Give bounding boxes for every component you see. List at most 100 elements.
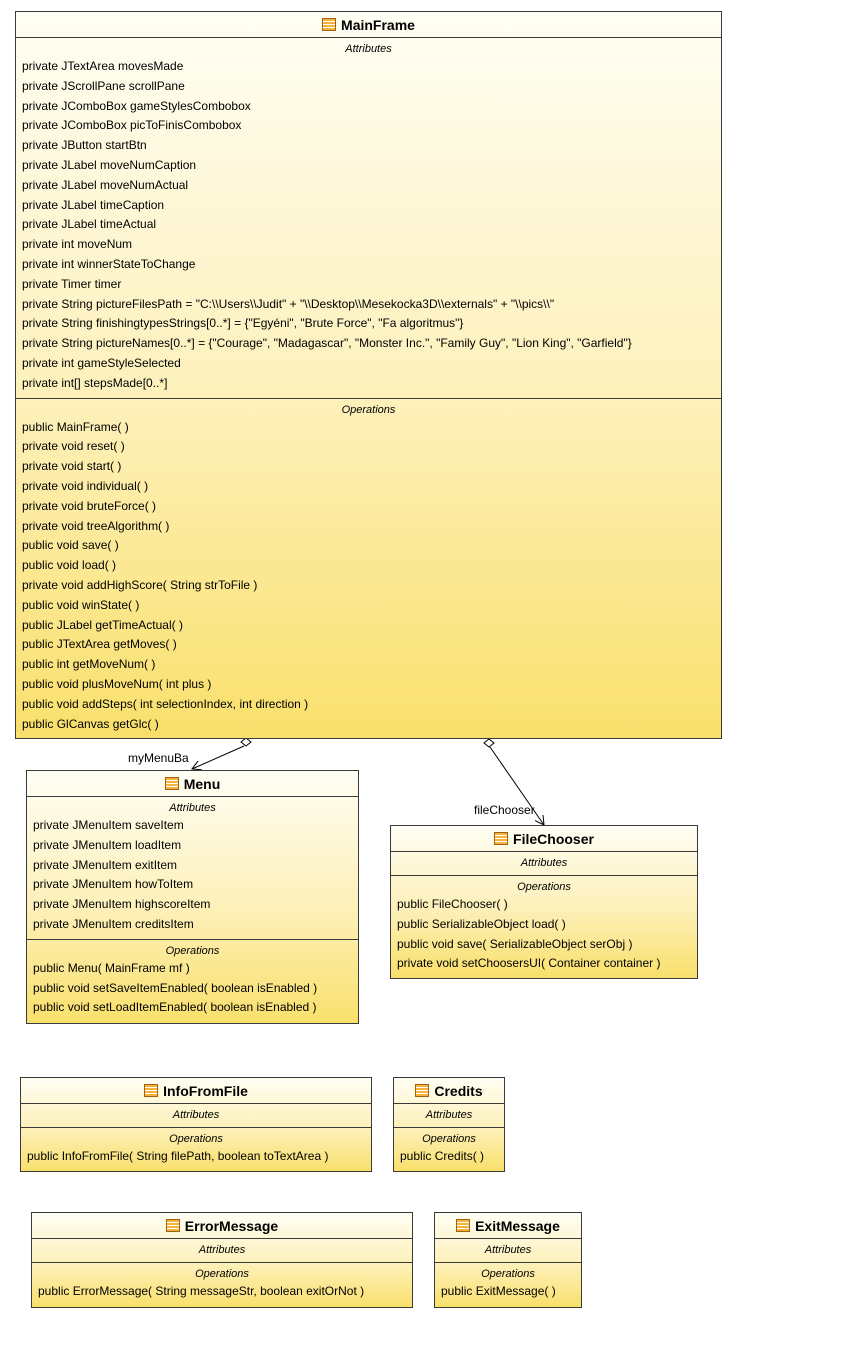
class-icon bbox=[165, 1219, 180, 1232]
class-icon bbox=[494, 832, 509, 845]
attributes-section: Attributes bbox=[21, 1104, 371, 1128]
operation: private void start( ) bbox=[22, 459, 122, 474]
attribute: private JTextArea movesMade bbox=[22, 59, 184, 73]
operation: public void plusMoveNum( int plus ) bbox=[22, 676, 212, 691]
operation: private void individual( ) bbox=[22, 478, 149, 493]
attributes-title: Attributes bbox=[172, 1109, 220, 1121]
operations-section: Operations public FileChooser( ) public … bbox=[391, 876, 697, 978]
class-filechooser[interactable]: FileChooser Attributes Operations public… bbox=[390, 825, 698, 979]
attribute: private JMenuItem saveItem bbox=[33, 818, 184, 832]
class-header: ErrorMessage bbox=[32, 1213, 412, 1239]
operation: public void save( SerializableObject ser… bbox=[397, 936, 633, 951]
aggregation-diamond-icon bbox=[240, 737, 252, 747]
operation: public Menu( MainFrame mf ) bbox=[33, 960, 190, 975]
attribute: private JButton startBtn bbox=[22, 138, 147, 153]
operation: public void load( ) bbox=[22, 558, 117, 573]
attribute: private JComboBox picToFinisCombobox bbox=[22, 118, 242, 133]
attributes-section: Attributes bbox=[391, 852, 697, 876]
class-infofromfile[interactable]: InfoFromFile Attributes Operations publi… bbox=[20, 1077, 372, 1172]
role-label-filechooser: fileChooser bbox=[474, 803, 535, 817]
attribute: private JMenuItem creditsItem bbox=[33, 916, 194, 931]
operation: public void addSteps( int selectionIndex… bbox=[22, 696, 309, 711]
operations-title: Operations bbox=[165, 944, 220, 957]
attributes-title: Attributes bbox=[198, 1244, 246, 1256]
operation: public void winState( ) bbox=[22, 597, 140, 612]
operations-section: Operations public Menu( MainFrame mf ) p… bbox=[27, 940, 358, 1022]
operations-section: Operations public ErrorMessage( String m… bbox=[32, 1263, 412, 1306]
operations-title: Operations bbox=[341, 403, 396, 416]
class-errormessage[interactable]: ErrorMessage Attributes Operations publi… bbox=[31, 1212, 413, 1308]
attribute: private JMenuItem howToItem bbox=[33, 877, 194, 892]
class-name: Menu bbox=[183, 775, 221, 792]
attributes-title: Attributes bbox=[520, 857, 568, 869]
attributes-section: Attributes private JTextArea movesMade p… bbox=[16, 38, 721, 399]
operations-title: Operations bbox=[169, 1133, 223, 1145]
attributes-title: Attributes bbox=[425, 1109, 473, 1121]
operations-section: Operations public MainFrame( ) private v… bbox=[16, 399, 721, 739]
attribute: private String finishingtypesStrings[0..… bbox=[22, 316, 464, 331]
attribute: private String pictureNames[0..*] = {"Co… bbox=[22, 336, 632, 351]
operation: public SerializableObject load( ) bbox=[397, 916, 566, 931]
aggregation-diamond-icon bbox=[483, 738, 495, 748]
attribute: private int[] stepsMade[0..*] bbox=[22, 375, 168, 390]
attributes-title: Attributes bbox=[484, 1244, 532, 1256]
operation: public void setSaveItemEnabled( boolean … bbox=[33, 980, 318, 995]
operation: private void reset( ) bbox=[22, 439, 125, 454]
operations-section: Operations public InfoFromFile( String f… bbox=[21, 1128, 371, 1171]
attribute: private JMenuItem highscoreItem bbox=[33, 897, 211, 912]
operation: public ExitMessage( ) bbox=[441, 1284, 556, 1298]
class-header: Credits bbox=[394, 1078, 504, 1104]
operations-section: Operations public Credits( ) bbox=[394, 1128, 504, 1171]
class-name: FileChooser bbox=[513, 830, 594, 847]
operation: public Credits( ) bbox=[400, 1149, 485, 1163]
edge-mainframe-menu[interactable] bbox=[192, 737, 252, 769]
attribute: private JLabel moveNumCaption bbox=[22, 157, 197, 172]
operation: public MainFrame( ) bbox=[22, 419, 129, 434]
operation: private void setChoosersUI( Container co… bbox=[397, 956, 661, 971]
operations-title: Operations bbox=[195, 1268, 249, 1280]
attribute: private int winnerStateToChange bbox=[22, 256, 196, 271]
class-name: ExitMessage bbox=[475, 1217, 560, 1234]
operations-title: Operations bbox=[481, 1268, 535, 1280]
operations-title: Operations bbox=[422, 1133, 476, 1145]
class-icon bbox=[322, 18, 337, 31]
class-name: InfoFromFile bbox=[163, 1082, 248, 1099]
operation: public int getMoveNum( ) bbox=[22, 657, 156, 672]
class-name: ErrorMessage bbox=[184, 1217, 279, 1234]
operations-title: Operations bbox=[517, 881, 571, 893]
attributes-title: Attributes bbox=[169, 802, 216, 814]
operation: public void save( ) bbox=[22, 538, 119, 553]
class-header: Menu bbox=[27, 771, 358, 797]
class-menu[interactable]: Menu Attributes private JMenuItem saveIt… bbox=[26, 770, 359, 1024]
operation: private void bruteForce( ) bbox=[22, 498, 157, 513]
class-name: MainFrame bbox=[341, 16, 415, 33]
operations-section: Operations public ExitMessage( ) bbox=[435, 1263, 581, 1306]
attribute: private JLabel moveNumActual bbox=[22, 177, 189, 192]
class-credits[interactable]: Credits Attributes Operations public Cre… bbox=[393, 1077, 505, 1172]
attribute: private Timer timer bbox=[22, 276, 122, 291]
operation: public JLabel getTimeActual( ) bbox=[22, 617, 183, 632]
role-label-mymenubar: myMenuBa bbox=[128, 751, 189, 765]
attribute: private JLabel timeActual bbox=[22, 217, 157, 232]
operation: public GlCanvas getGlc( ) bbox=[22, 716, 159, 731]
operation: public FileChooser( ) bbox=[397, 897, 508, 911]
class-icon bbox=[164, 777, 179, 790]
class-mainframe[interactable]: MainFrame Attributes private JTextArea m… bbox=[15, 11, 722, 739]
attribute: private String pictureFilesPath = "C:\\U… bbox=[22, 296, 555, 311]
attributes-section: Attributes bbox=[435, 1239, 581, 1263]
attributes-title: Attributes bbox=[345, 43, 392, 55]
attribute: private int gameStyleSelected bbox=[22, 355, 181, 370]
operation: private void addHighScore( String strToF… bbox=[22, 577, 258, 592]
class-header: ExitMessage bbox=[435, 1213, 581, 1239]
class-exitmessage[interactable]: ExitMessage Attributes Operations public… bbox=[434, 1212, 582, 1308]
attribute: private int moveNum bbox=[22, 237, 133, 252]
class-icon bbox=[415, 1084, 430, 1097]
edge-mainframe-filechooser[interactable] bbox=[483, 738, 544, 825]
operation: public InfoFromFile( String filePath, bo… bbox=[27, 1149, 329, 1163]
attribute: private JScrollPane scrollPane bbox=[22, 78, 185, 93]
class-icon bbox=[456, 1219, 471, 1232]
attributes-section: Attributes bbox=[394, 1104, 504, 1128]
operation: public ErrorMessage( String messageStr, … bbox=[38, 1284, 365, 1298]
class-header: InfoFromFile bbox=[21, 1078, 371, 1104]
